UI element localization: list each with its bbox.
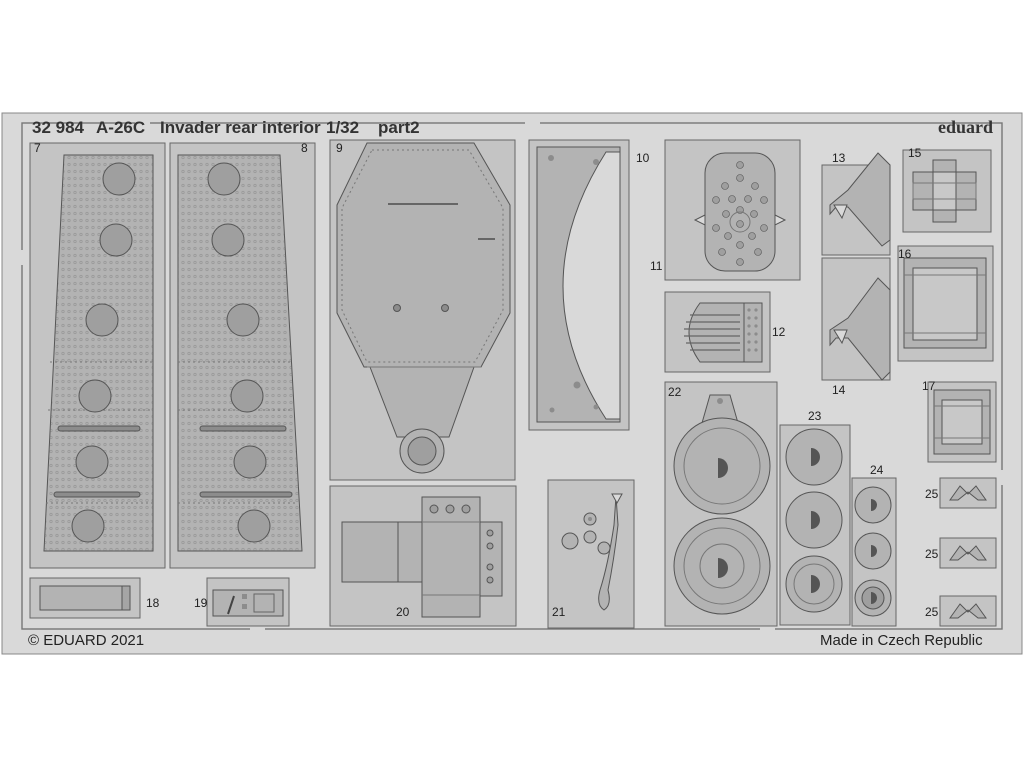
origin-text: Made in Czech Republic <box>820 632 983 649</box>
part-9 <box>329 139 516 481</box>
label-15: 15 <box>908 146 922 160</box>
part-14 <box>821 257 891 381</box>
label-25-b: 25 <box>925 547 939 561</box>
part-12 <box>664 291 771 373</box>
label-23: 23 <box>808 409 822 423</box>
brand-logo: eduard <box>938 117 993 137</box>
part-20 <box>329 485 517 627</box>
label-8: 8 <box>301 141 308 155</box>
set-scale: 1/32 <box>326 118 359 137</box>
label-24: 24 <box>870 463 884 477</box>
label-25-a: 25 <box>925 487 939 501</box>
part-23 <box>779 424 851 626</box>
part-8 <box>169 142 316 569</box>
label-20: 20 <box>396 605 410 619</box>
label-25-c: 25 <box>925 605 939 619</box>
set-title: Invader rear interior <box>160 118 321 137</box>
part-22 <box>664 381 778 627</box>
label-9: 9 <box>336 141 343 155</box>
part-25-b <box>939 537 997 569</box>
label-10: 10 <box>636 151 650 165</box>
part-25-c <box>939 595 997 627</box>
part-24 <box>851 477 897 627</box>
label-18: 18 <box>146 596 160 610</box>
copyright-text: © EDUARD 2021 <box>28 632 144 649</box>
part-16 <box>897 245 994 362</box>
label-21: 21 <box>552 605 566 619</box>
aircraft-model: A-26C <box>96 118 145 137</box>
label-16: 16 <box>898 247 912 261</box>
set-code: 32 984 <box>32 118 85 137</box>
set-part: part2 <box>378 118 420 137</box>
fret-inner-frame <box>21 122 1003 630</box>
part-15 <box>902 149 992 233</box>
part-17 <box>927 381 997 463</box>
label-7: 7 <box>34 141 41 155</box>
part-11 <box>664 139 801 281</box>
part-19 <box>206 577 290 627</box>
part-7 <box>29 142 166 569</box>
label-14: 14 <box>832 383 846 397</box>
part-10 <box>528 139 630 431</box>
label-13: 13 <box>832 151 846 165</box>
label-11: 11 <box>650 259 663 273</box>
part-18 <box>29 577 141 619</box>
part-25-a <box>939 477 997 509</box>
frame-notches <box>20 121 1004 631</box>
label-17: 17 <box>922 379 936 393</box>
part-21 <box>547 479 635 629</box>
label-19: 19 <box>194 596 208 610</box>
label-12: 12 <box>772 325 786 339</box>
label-22: 22 <box>668 385 682 399</box>
part-13 <box>821 152 891 256</box>
